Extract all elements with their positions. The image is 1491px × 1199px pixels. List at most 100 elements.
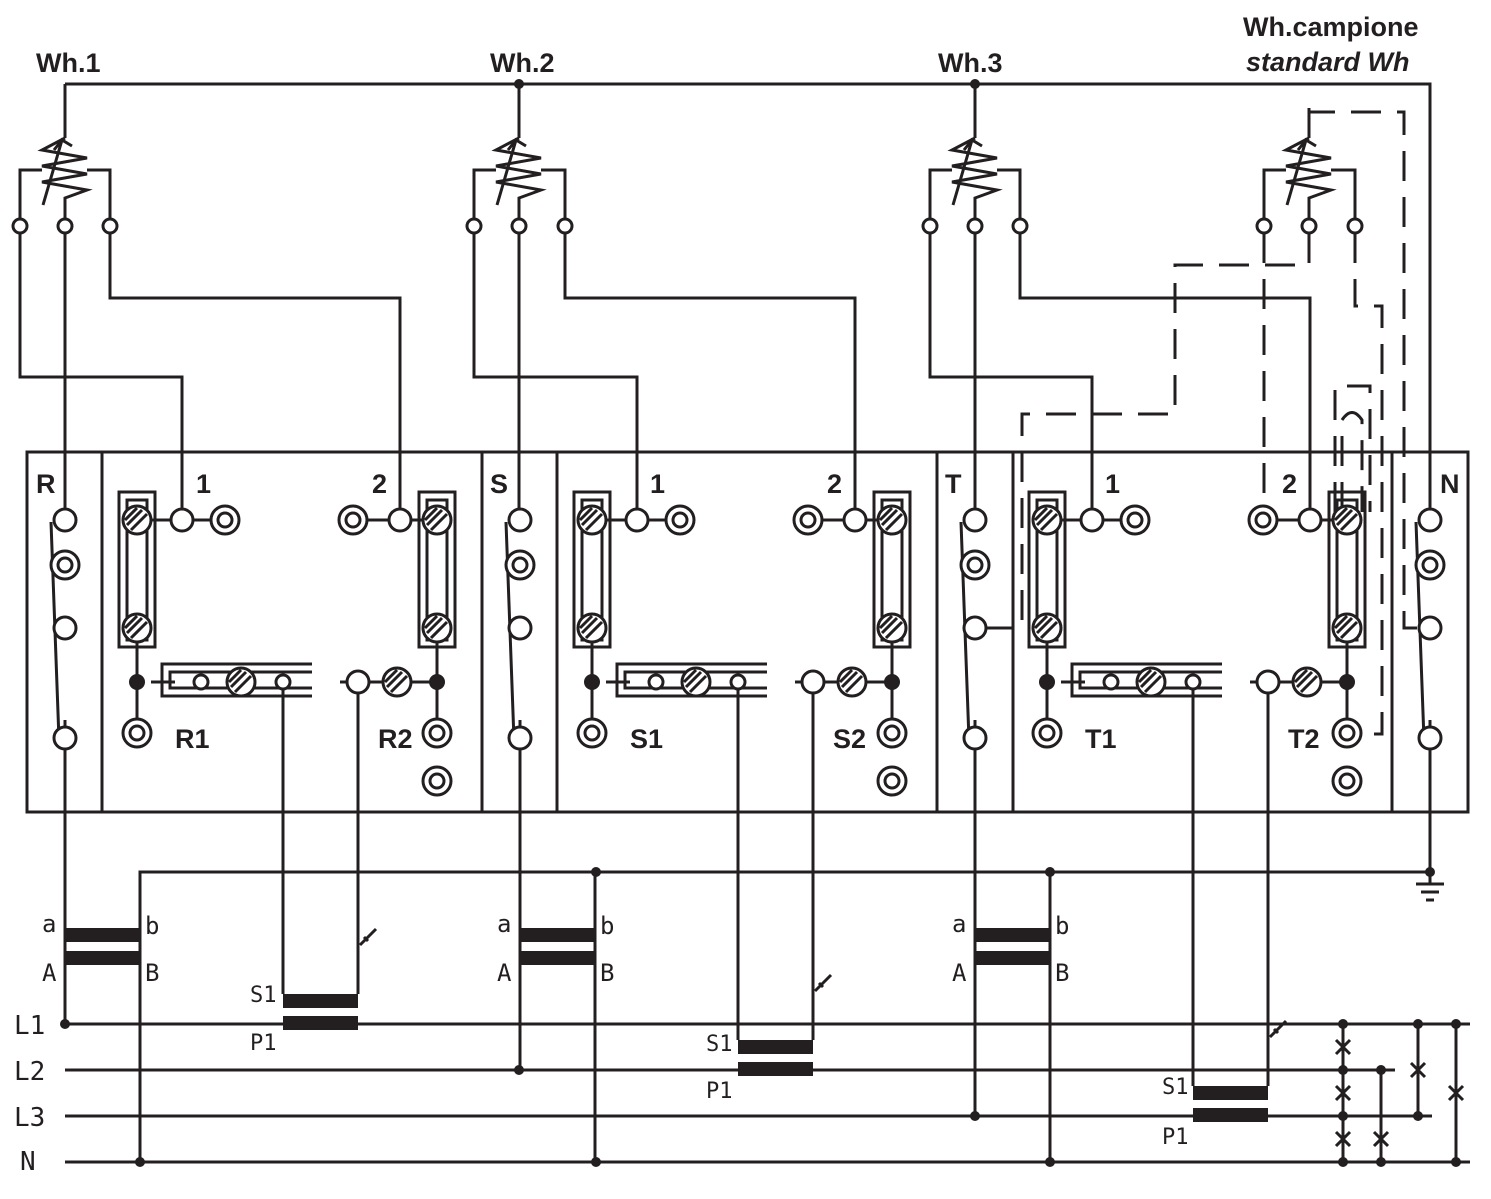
- terminal[interactable]: [52, 507, 78, 533]
- terminal[interactable]: [1255, 669, 1281, 695]
- screw-terminal[interactable]: [836, 666, 868, 698]
- socket-terminal-inner: [344, 511, 362, 529]
- meter-2-terminal[interactable]: [510, 217, 528, 235]
- socket-terminal[interactable]: [576, 717, 608, 749]
- terminal[interactable]: [345, 669, 371, 695]
- socket-terminal[interactable]: [421, 765, 453, 797]
- socket-terminal[interactable]: [121, 717, 153, 749]
- meter-1-terminal[interactable]: [56, 217, 74, 235]
- socket-terminal-inner: [583, 724, 601, 742]
- terminal[interactable]: [52, 725, 78, 751]
- slide-terminal[interactable]: [729, 673, 747, 691]
- ct-terminal-label: P1: [706, 1079, 733, 1104]
- meter-2-terminal[interactable]: [556, 217, 574, 235]
- meter-3-terminal[interactable]: [1011, 217, 1029, 235]
- terminal[interactable]: [962, 615, 988, 641]
- terminal[interactable]: [842, 507, 868, 533]
- socket-terminal[interactable]: [876, 765, 908, 797]
- slide-terminal[interactable]: [274, 673, 292, 691]
- ct-primary-winding: [283, 1016, 358, 1030]
- ct-terminal-label: S1: [706, 1032, 733, 1057]
- screw-terminal[interactable]: [121, 504, 153, 536]
- socket-terminal[interactable]: [49, 549, 81, 581]
- terminal[interactable]: [1417, 725, 1443, 751]
- standard-meter-terminal[interactable]: [1255, 217, 1273, 235]
- terminal[interactable]: [169, 507, 195, 533]
- ct-terminal-label: P1: [250, 1031, 277, 1056]
- terminal[interactable]: [52, 615, 78, 641]
- line-label-l1: L1: [14, 1011, 45, 1041]
- socket-terminal-inner: [671, 511, 689, 529]
- meter-2-terminal[interactable]: [465, 217, 483, 235]
- socket-terminal[interactable]: [1414, 549, 1446, 581]
- socket-terminal[interactable]: [1331, 717, 1363, 749]
- shunt-label: R2: [378, 724, 413, 754]
- socket-terminal[interactable]: [1031, 717, 1063, 749]
- screw-terminal[interactable]: [876, 504, 908, 536]
- terminal[interactable]: [962, 507, 988, 533]
- screw-terminal[interactable]: [121, 612, 153, 644]
- socket-terminal[interactable]: [1247, 504, 1279, 536]
- shunt-label: T2: [1288, 724, 1320, 754]
- screw-terminal[interactable]: [1031, 612, 1063, 644]
- meter-1-label: Wh.1: [36, 48, 101, 78]
- screw-terminal[interactable]: [381, 666, 413, 698]
- screw-terminal[interactable]: [1331, 612, 1363, 644]
- vt-terminal-label: B: [145, 959, 159, 987]
- socket-terminal-inner: [883, 724, 901, 742]
- socket-terminal[interactable]: [1331, 765, 1363, 797]
- socket-terminal[interactable]: [421, 717, 453, 749]
- slide-terminal[interactable]: [1102, 673, 1120, 691]
- screw-terminal[interactable]: [1135, 666, 1167, 698]
- slide-terminal[interactable]: [192, 673, 210, 691]
- screw-terminal[interactable]: [421, 612, 453, 644]
- terminal[interactable]: [1297, 507, 1323, 533]
- standard-meter-terminal[interactable]: [1300, 217, 1318, 235]
- ct-primary-winding: [1193, 1108, 1268, 1122]
- screw-terminal[interactable]: [576, 504, 608, 536]
- screw-terminal[interactable]: [1331, 504, 1363, 536]
- socket-terminal-inner: [1338, 724, 1356, 742]
- socket-terminal-inner: [428, 772, 446, 790]
- screw-terminal[interactable]: [576, 612, 608, 644]
- line-label-l2: L2: [14, 1057, 45, 1087]
- socket-terminal[interactable]: [504, 549, 536, 581]
- terminal[interactable]: [800, 669, 826, 695]
- slide-terminal[interactable]: [1184, 673, 1202, 691]
- terminal[interactable]: [1417, 615, 1443, 641]
- screw-terminal[interactable]: [1031, 504, 1063, 536]
- terminal[interactable]: [507, 725, 533, 751]
- socket-terminal[interactable]: [664, 504, 696, 536]
- screw-terminal[interactable]: [1291, 666, 1323, 698]
- screw-terminal[interactable]: [225, 666, 257, 698]
- slide-terminal[interactable]: [647, 673, 665, 691]
- terminal[interactable]: [1079, 507, 1105, 533]
- meter-2-coil-symbol: [472, 84, 567, 226]
- terminal[interactable]: [507, 615, 533, 641]
- meter-3-terminal[interactable]: [966, 217, 984, 235]
- terminal[interactable]: [507, 507, 533, 533]
- terminal[interactable]: [624, 507, 650, 533]
- socket-terminal-inner: [428, 724, 446, 742]
- ct-earth-icon: [813, 973, 833, 993]
- screw-terminal[interactable]: [876, 612, 908, 644]
- socket-terminal[interactable]: [876, 717, 908, 749]
- terminal[interactable]: [1417, 507, 1443, 533]
- meter-1-terminal[interactable]: [11, 217, 29, 235]
- screw-terminal[interactable]: [680, 666, 712, 698]
- socket-terminal[interactable]: [337, 504, 369, 536]
- terminal[interactable]: [962, 725, 988, 751]
- meter-1-terminal[interactable]: [101, 217, 119, 235]
- section-number: 2: [1282, 469, 1297, 499]
- socket-terminal[interactable]: [209, 504, 241, 536]
- meter-3-terminal[interactable]: [921, 217, 939, 235]
- terminal[interactable]: [387, 507, 413, 533]
- meter-1: [11, 84, 402, 512]
- screw-hatch: [1333, 506, 1359, 532]
- standard-meter-terminal[interactable]: [1346, 217, 1364, 235]
- screw-hatch: [123, 506, 149, 532]
- socket-terminal[interactable]: [1119, 504, 1151, 536]
- socket-terminal[interactable]: [959, 549, 991, 581]
- screw-terminal[interactable]: [421, 504, 453, 536]
- socket-terminal[interactable]: [792, 504, 824, 536]
